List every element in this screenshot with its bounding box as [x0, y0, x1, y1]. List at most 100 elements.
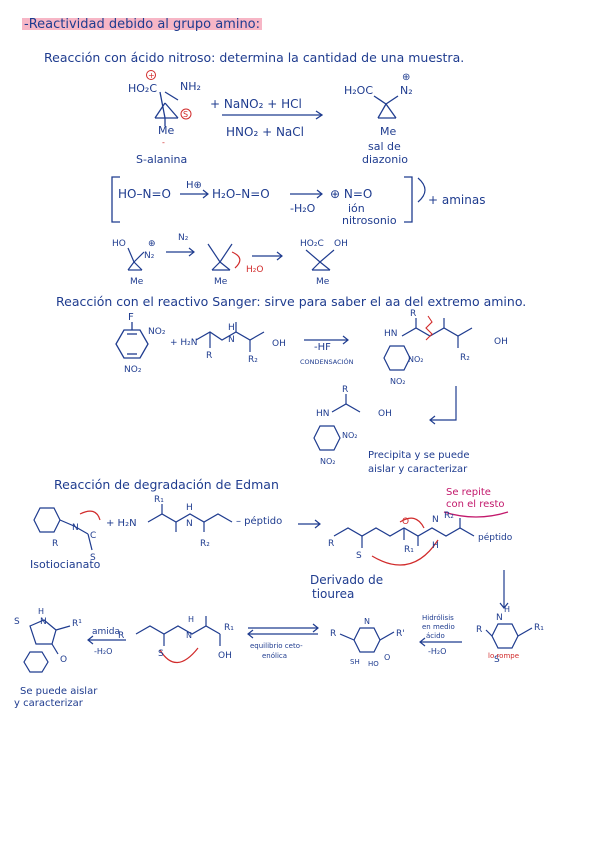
s3-cyclic-ho: HO — [368, 660, 379, 668]
s3-reagent-c: C — [90, 531, 96, 541]
s2-reagent-F: F — [128, 312, 134, 323]
s3-middle-oh: OH — [218, 651, 232, 661]
s3-product-h: H — [38, 607, 44, 616]
s1-mech-leaving: N₂ — [178, 233, 189, 243]
s1-arrow-head — [315, 110, 324, 120]
s1-mech-ion-2: nitrosonio — [342, 214, 397, 227]
s2-arrow-head — [342, 335, 349, 345]
s3-deriv-r1: R₁ — [404, 545, 414, 555]
s1-mech-charge: ⊕ — [148, 239, 156, 249]
s1-reactant-minus: - — [162, 138, 165, 147]
s3-hydrolysis-3: ácido — [426, 632, 445, 640]
s1-reagents-top: + NaNO₂ + HCl — [210, 97, 302, 111]
pth-product-structure — [23, 619, 71, 673]
s2-product-no2-b: NO₂ — [390, 377, 406, 386]
s3-reagent-label: Isotiocianato — [30, 558, 101, 571]
isothiocyanate-structure — [33, 507, 93, 551]
s2-reagent-no2-a: NO₂ — [148, 327, 166, 337]
s3-equilibrium-1: equilibrio ceto- — [250, 642, 303, 650]
s3-cyclic-r: R — [330, 629, 336, 639]
s2-arrow-top: -HF — [314, 342, 331, 353]
s3-deriv-r: R — [328, 539, 334, 549]
s3-repeat-2: con el resto — [446, 499, 505, 510]
s1-product-charge: ⊕ — [402, 72, 410, 83]
s1-product-label-1: sal de — [368, 140, 401, 153]
s1-mech-product-acid: HO₂C — [300, 239, 324, 249]
s1-product-methyl: Me — [380, 125, 396, 138]
s3-right-n: N — [496, 613, 503, 623]
s2-product-oh: OH — [494, 337, 508, 347]
s1-charge-circle — [146, 70, 156, 80]
s2-note-1: Precipita y se puede — [368, 450, 470, 461]
s1-reactant-stereo: S — [183, 110, 188, 119]
s3-product-s: S — [14, 617, 20, 627]
s1-stereo-circle — [180, 108, 192, 120]
s3-deriv-label-2: tiourea — [312, 587, 354, 601]
s1-side-curve — [417, 177, 426, 203]
s2-note-2: aislar y caracterizar — [368, 464, 468, 475]
page-title: -Reactividad debido al grupo amino: — [24, 17, 260, 32]
s3-peptide-h2n: + H₂N — [106, 518, 137, 529]
s1-reactant-charge: + — [148, 71, 155, 80]
s3-middle-r1: R₁ — [224, 623, 234, 633]
s3-cyclic-o: O — [384, 653, 390, 662]
s3-deriv-tail: péptido — [478, 532, 513, 543]
s3-red-arrow-1 — [79, 510, 101, 521]
s3-deriv-h: H — [432, 541, 439, 551]
s1-mech-ion-1: ión — [348, 202, 365, 215]
s2-product-r: R — [410, 309, 416, 319]
s3-hydrolysis-2: en medio — [422, 623, 455, 631]
s3-deriv-s: S — [356, 551, 362, 561]
section1-heading: Reacción con ácido nitroso: determina la… — [44, 50, 464, 65]
s2-final-r: R — [342, 385, 348, 395]
s1-mech-structures — [127, 243, 335, 271]
s2-final-no2-b: NO₂ — [320, 457, 336, 466]
s1-mech-step2: H₂O–N=O — [212, 187, 270, 201]
s3-product-r1: R¹ — [72, 619, 82, 629]
s2-product-no2-a: NO₂ — [408, 355, 424, 364]
s3-right-h: H — [504, 605, 510, 614]
s1-product-label-2: diazonio — [362, 153, 408, 166]
s2-peptide-h: H — [228, 323, 235, 333]
s2-down-arrow-head — [429, 415, 436, 425]
s2-final-oh: OH — [378, 409, 392, 419]
s1-reactant-label: S-alanina — [136, 153, 187, 166]
s1-mech-arrow-2-head — [316, 189, 323, 199]
s1-bracket-left — [111, 176, 120, 223]
s2-final-no2-a: NO₂ — [342, 431, 358, 440]
s3-product-n: N — [40, 617, 47, 627]
s3-deriv-o: O — [402, 517, 409, 527]
s3-right-r1: R₁ — [534, 623, 544, 633]
edman-peptide-structure — [147, 504, 233, 532]
s1-reagents-bottom: HNO₂ + NaCl — [226, 125, 304, 139]
s3-reagent-s: S — [90, 553, 96, 563]
section2-heading: Reacción con el reactivo Sanger: sirve p… — [56, 294, 526, 309]
s2-arrow-bottom: CONDENSACIÓN — [300, 357, 354, 366]
s1-mech-water: H₂O — [246, 265, 263, 275]
s-alanine-structure — [154, 91, 179, 126]
s2-peptide-h2n: + H₂N — [170, 338, 198, 348]
s3-hydrolysis-sub: -H₂O — [428, 647, 446, 656]
s3-repeat-1: Se repite — [446, 487, 491, 498]
section3-heading: Reacción de degradación de Edman — [54, 477, 279, 492]
s3-deriv-label-1: Derivado de — [310, 573, 383, 587]
sanger-final-structure — [313, 394, 361, 451]
s2-peptide-n: N — [228, 335, 235, 345]
s1-mech-methyl-3: Me — [316, 277, 330, 287]
s3-middle-s: S — [158, 649, 164, 659]
s3-cyclic-r1: R' — [396, 629, 405, 639]
s1-mech-step1-reagent: H⊕ — [186, 180, 202, 191]
s3-deriv-n: N — [432, 515, 439, 525]
s1-bracket-right — [404, 176, 413, 223]
s3-peptide-n: N — [186, 519, 193, 529]
s3-amide-sub: -H₂O — [94, 647, 112, 656]
s2-product-r2: R₂ — [460, 353, 470, 363]
s2-peptide-r: R — [206, 351, 212, 361]
diazonium-structure — [373, 95, 399, 119]
sanger-reagent-structure — [115, 322, 149, 359]
s2-product-hn: HN — [384, 329, 398, 339]
s3-amide-arrow-head — [87, 635, 94, 645]
s3-down-arrow-head — [499, 602, 509, 609]
sanger-product-structure — [383, 318, 473, 371]
